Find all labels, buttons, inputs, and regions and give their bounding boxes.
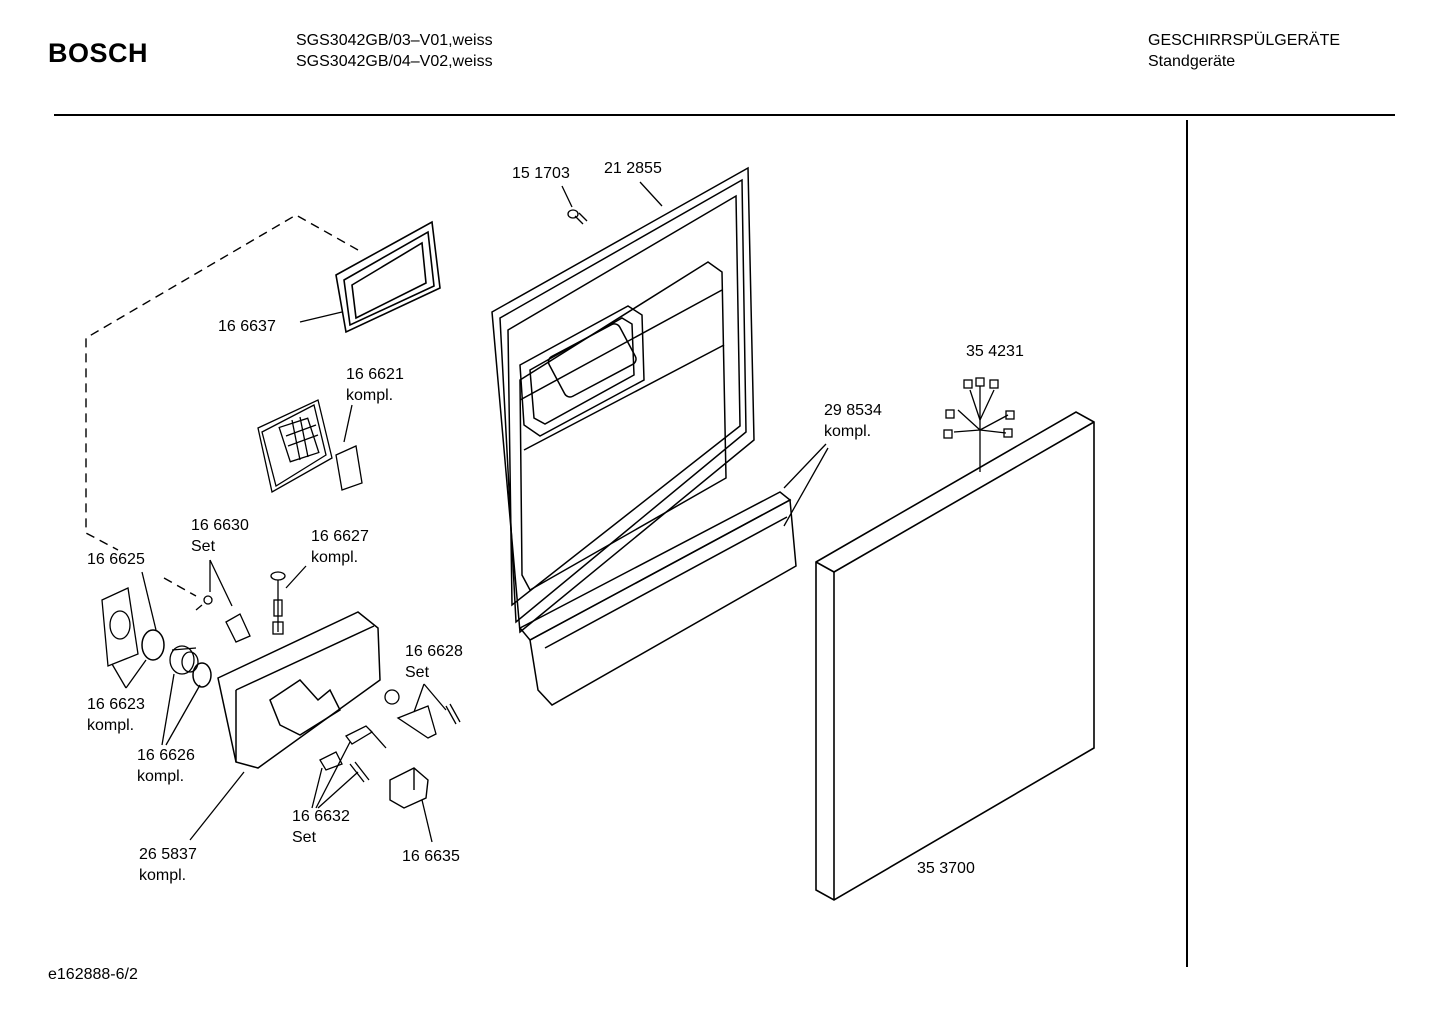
dispenser-cover bbox=[257, 399, 333, 494]
part-label: 16 6632 bbox=[292, 808, 350, 825]
model-line-2: SGS3042GB/04–V02,weiss bbox=[296, 53, 493, 70]
part-label: 29 8534 bbox=[824, 402, 882, 419]
part-label: 21 2855 bbox=[604, 160, 662, 177]
microswitch bbox=[389, 767, 429, 809]
part-label: 16 6635 bbox=[402, 848, 460, 865]
part-note: kompl. bbox=[311, 549, 359, 566]
screw bbox=[567, 209, 588, 225]
assembly-dashed-line bbox=[85, 214, 359, 551]
category-title: GESCHIRRSPÜLGERÄTE bbox=[1148, 32, 1341, 49]
part-label: 35 4231 bbox=[966, 343, 1024, 360]
part-note: Set bbox=[191, 538, 216, 555]
part-note: kompl. bbox=[346, 387, 394, 404]
document-id: e162888-6/2 bbox=[48, 966, 138, 983]
spring-lever-set bbox=[384, 689, 461, 739]
model-line-1: SGS3042GB/03–V01,weiss bbox=[296, 32, 493, 49]
subcategory-title: Standgeräte bbox=[1148, 53, 1236, 70]
latch-spring-set bbox=[319, 725, 387, 783]
part-label: 16 6627 bbox=[311, 528, 369, 545]
brand-logo: BOSCH bbox=[48, 38, 149, 68]
gasket-small bbox=[335, 445, 363, 491]
part-label: 16 6621 bbox=[346, 366, 404, 383]
dispenser-housing bbox=[217, 611, 381, 769]
dispenser-window-frame bbox=[519, 305, 645, 437]
part-label: 15 1703 bbox=[512, 165, 570, 182]
part-note: kompl. bbox=[137, 768, 185, 785]
part-label: 16 6623 bbox=[87, 696, 145, 713]
part-note: kompl. bbox=[824, 423, 872, 440]
hinge-pin-parts bbox=[195, 595, 251, 643]
part-label: 26 5837 bbox=[139, 846, 197, 863]
part-label: 35 3700 bbox=[917, 860, 975, 877]
outer-door-panel bbox=[815, 411, 1095, 901]
part-label: 16 6625 bbox=[87, 551, 145, 568]
dispenser-lid bbox=[101, 587, 139, 667]
part-label: 16 6626 bbox=[137, 747, 195, 764]
part-note: kompl. bbox=[87, 717, 135, 734]
ring-seal bbox=[141, 629, 165, 661]
part-note: Set bbox=[405, 664, 430, 681]
handle-strip bbox=[518, 491, 797, 706]
o-ring bbox=[192, 662, 212, 688]
part-note: Set bbox=[292, 829, 317, 846]
part-label: 16 6628 bbox=[405, 643, 463, 660]
wiring-harness bbox=[943, 377, 1015, 472]
part-note: kompl. bbox=[139, 867, 187, 884]
inner-door-panel bbox=[491, 166, 755, 634]
part-label: 16 6630 bbox=[191, 517, 249, 534]
frame-seal bbox=[335, 220, 441, 334]
float-valve bbox=[270, 571, 286, 635]
leader-lines bbox=[111, 181, 829, 843]
part-label: 16 6637 bbox=[218, 318, 276, 335]
rinse-aid-cap bbox=[169, 645, 199, 675]
